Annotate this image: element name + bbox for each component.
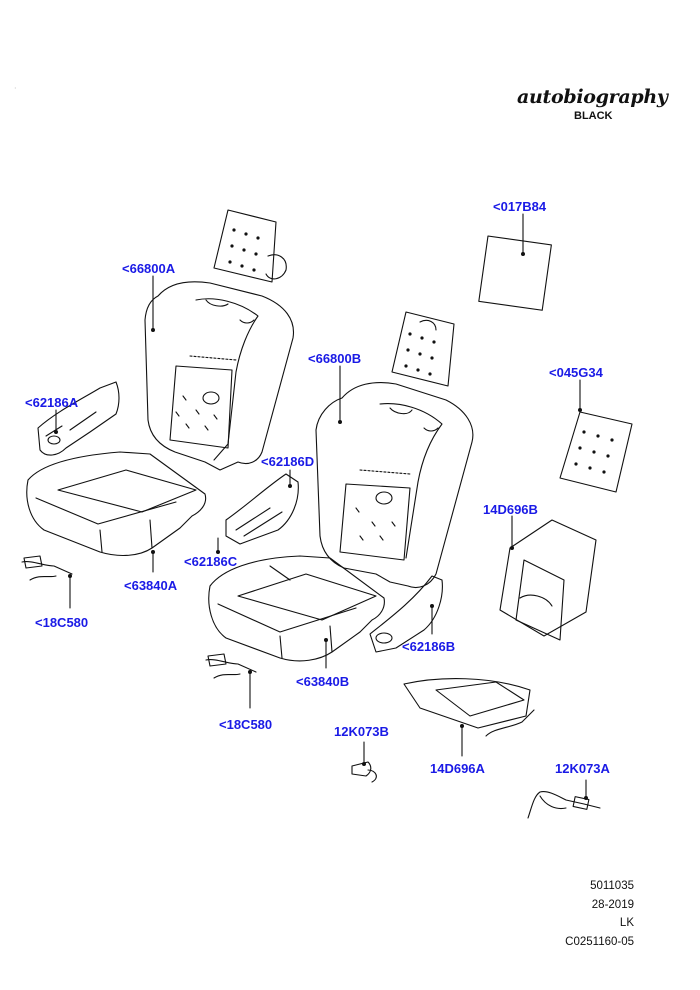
callout-63840b[interactable]: <63840B: [296, 674, 350, 689]
callout-14d696a[interactable]: 14D696A: [430, 761, 485, 776]
leader-dots: [54, 252, 588, 800]
callout-12k073a[interactable]: 12K073A: [555, 761, 610, 776]
harness-12k073b: [351, 761, 377, 783]
heater-pad-045g34: [559, 411, 633, 493]
heater-mat-14d696a: [403, 678, 535, 737]
side-trim-62186b: [369, 575, 443, 653]
lumbar-plate-mid: [391, 311, 455, 387]
corner-mark: ‧: [14, 84, 17, 93]
seat-cushion-b: [208, 555, 385, 662]
side-trim-62186d: [225, 473, 299, 545]
brand-sub: BLACK: [574, 110, 613, 122]
callout-14d696b[interactable]: 14D696B: [483, 502, 538, 517]
harness-18c580-a: [21, 555, 73, 581]
callout-18c580-a[interactable]: <18C580: [35, 615, 89, 630]
footer-illustration-code: C0251160-05: [565, 936, 634, 948]
brand-script: autobiography: [517, 86, 668, 108]
leader-lines: [55, 213, 587, 799]
heater-mat-14d696b: [499, 519, 597, 641]
harness-18c580-b: [205, 653, 257, 679]
seat-cushion-a: [26, 451, 207, 557]
lumbar-plate-top: [213, 209, 287, 283]
callout-66800b[interactable]: <66800B: [308, 351, 362, 366]
callout-63840a[interactable]: <63840A: [124, 578, 178, 593]
side-trim-62186a: [37, 381, 120, 456]
harness-12k073a: [527, 791, 601, 819]
seat-back-b: [315, 381, 474, 589]
footer-part-number: 5011035: [590, 880, 634, 892]
footer-region-code: LK: [619, 917, 634, 929]
footer-date-code: 28-2019: [591, 899, 634, 911]
callout-66800a[interactable]: <66800A: [122, 261, 176, 276]
callout-017b84[interactable]: <017B84: [493, 199, 547, 214]
callout-62186c[interactable]: <62186C: [184, 554, 238, 569]
callout-62186a[interactable]: <62186A: [25, 395, 79, 410]
callout-045g34[interactable]: <045G34: [549, 365, 603, 380]
callout-12k073b[interactable]: 12K073B: [334, 724, 389, 739]
callout-18c580-b[interactable]: <18C580: [219, 717, 273, 732]
callout-62186b[interactable]: <62186B: [402, 639, 456, 654]
seat-back-a: [144, 281, 295, 471]
callout-62186d[interactable]: <62186D: [261, 454, 315, 469]
panel-017b84: [478, 235, 552, 311]
